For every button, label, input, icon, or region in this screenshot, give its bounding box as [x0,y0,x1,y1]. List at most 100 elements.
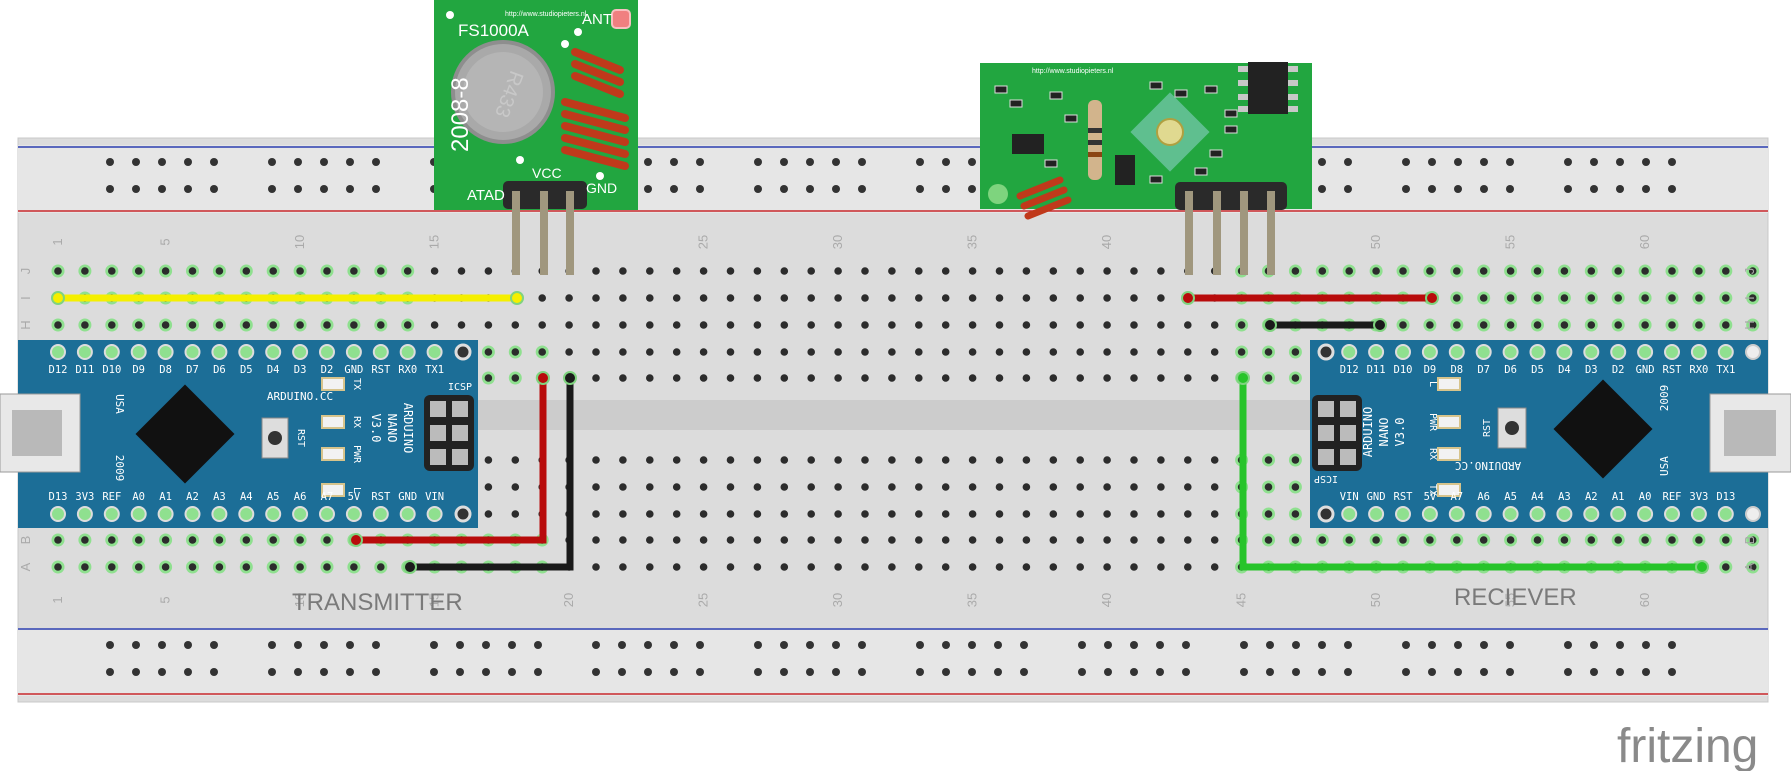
rail-hole[interactable] [1344,185,1352,193]
breadboard-hole[interactable] [968,510,977,518]
breadboard-hole[interactable] [134,563,143,571]
breadboard-hole[interactable] [619,348,627,356]
rail-hole[interactable] [1668,185,1676,193]
breadboard-hole[interactable] [1291,483,1300,491]
rail-hole[interactable] [1156,641,1164,649]
rail-hole[interactable] [268,185,276,193]
rail-hole[interactable] [644,185,652,193]
breadboard-hole[interactable] [1184,348,1192,356]
breadboard-hole[interactable] [592,483,600,491]
nano-left-pin-bottom[interactable] [50,506,66,522]
rail-hole[interactable] [1104,641,1112,649]
breadboard-hole[interactable] [161,563,170,571]
breadboard-hole[interactable] [780,294,789,302]
rail-hole[interactable] [1506,668,1514,676]
breadboard-hole[interactable] [1264,510,1273,518]
rail-hole[interactable] [294,158,302,166]
rail-hole[interactable] [994,641,1002,649]
breadboard-hole[interactable] [1130,348,1138,356]
breadboard-hole[interactable] [1130,536,1138,544]
nano-right-icsp-pin[interactable] [1318,401,1334,417]
breadboard-hole[interactable] [646,294,654,302]
rail-hole[interactable] [754,158,762,166]
breadboard-hole[interactable] [834,294,842,302]
nano-right-pin-top[interactable] [1664,344,1680,360]
wire-endpoint[interactable] [1263,318,1277,332]
breadboard-hole[interactable] [915,456,923,464]
breadboard-hole[interactable] [350,563,358,571]
breadboard-hole[interactable] [861,536,869,544]
rail-hole[interactable] [132,158,140,166]
breadboard-hole[interactable] [1614,267,1622,275]
rail-hole[interactable] [916,641,924,649]
breadboard-hole[interactable] [1426,536,1434,544]
nano-left-pin-bottom[interactable] [238,506,255,522]
breadboard-hole[interactable] [1022,294,1031,302]
nano-left-reset-button[interactable] [261,417,289,459]
breadboard-hole[interactable] [377,267,385,275]
breadboard-hole[interactable] [915,563,923,571]
breadboard-hole[interactable] [861,321,869,329]
nano-left-pin-top[interactable] [399,344,416,360]
rail-hole[interactable] [1318,185,1326,193]
breadboard-hole[interactable] [511,510,520,518]
breadboard-hole[interactable] [1453,294,1461,302]
rail-hole[interactable] [670,668,678,676]
nano-left-pin-bottom[interactable] [345,506,362,522]
rail-hole[interactable] [1428,668,1436,676]
rail-hole[interactable] [320,158,328,166]
breadboard-hole[interactable] [430,321,439,329]
breadboard-hole[interactable] [915,483,923,491]
breadboard-hole[interactable] [1264,374,1273,382]
breadboard-hole[interactable] [1399,536,1407,544]
rail-hole[interactable] [754,668,762,676]
breadboard-hole[interactable] [888,348,896,356]
breadboard-hole[interactable] [1049,294,1058,302]
breadboard-hole[interactable] [1426,267,1434,275]
breadboard-hole[interactable] [1210,563,1219,571]
nano-right-icsp-pin[interactable] [1318,449,1334,465]
breadboard-hole[interactable] [941,267,950,275]
breadboard-hole[interactable] [1748,321,1757,329]
breadboard-hole[interactable] [1722,321,1730,329]
breadboard-hole[interactable] [861,510,869,518]
rail-hole[interactable] [184,158,192,166]
rail-hole[interactable] [1564,668,1572,676]
breadboard-hole[interactable] [941,456,950,464]
breadboard-hole[interactable] [915,321,923,329]
breadboard-hole[interactable] [780,456,789,464]
breadboard-hole[interactable] [834,267,842,275]
rail-hole[interactable] [1564,185,1572,193]
breadboard-hole[interactable] [619,510,627,518]
breadboard-hole[interactable] [296,563,304,571]
rail-hole[interactable] [346,641,354,649]
rail-hole[interactable] [968,641,976,649]
rail-hole[interactable] [210,158,218,166]
breadboard-hole[interactable] [1560,536,1569,544]
breadboard-hole[interactable] [646,348,654,356]
breadboard-hole[interactable] [215,563,224,571]
breadboard-hole[interactable] [592,267,600,275]
nano-left-pin-bottom[interactable] [157,506,174,522]
rail-hole[interactable] [1318,158,1326,166]
breadboard-hole[interactable] [1399,321,1407,329]
breadboard-hole[interactable] [780,267,789,275]
breadboard-hole[interactable] [242,267,251,275]
rail-hole[interactable] [184,668,192,676]
breadboard-hole[interactable] [1049,510,1058,518]
breadboard-hole[interactable] [861,294,869,302]
rail-hole[interactable] [806,158,814,166]
rail-hole[interactable] [320,641,328,649]
breadboard-hole[interactable] [726,563,735,571]
rail-hole[interactable] [268,641,276,649]
breadboard-hole[interactable] [1130,374,1138,382]
breadboard-hole[interactable] [1022,483,1031,491]
breadboard-hole[interactable] [511,348,520,356]
nano-left-pin-top[interactable] [157,344,174,360]
breadboard-hole[interactable] [511,456,520,464]
rail-hole[interactable] [780,185,788,193]
breadboard-hole[interactable] [834,510,842,518]
breadboard-hole[interactable] [888,321,896,329]
breadboard-hole[interactable] [1264,348,1273,356]
wire-endpoint[interactable] [1425,291,1439,305]
